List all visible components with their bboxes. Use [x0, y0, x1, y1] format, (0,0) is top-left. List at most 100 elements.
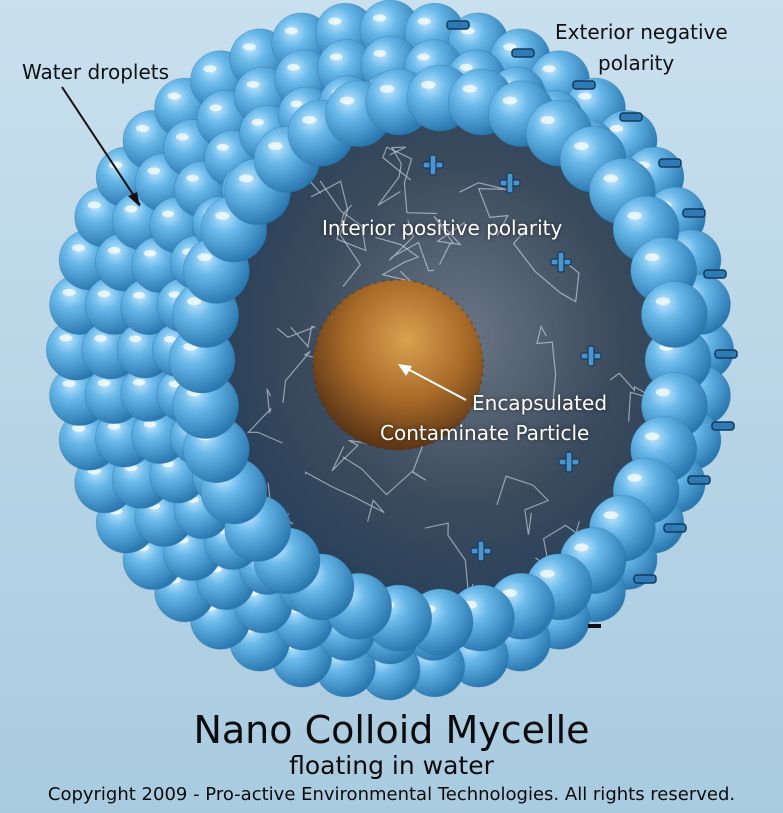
minus-sign-icon — [588, 624, 601, 628]
lightning-streak — [276, 325, 316, 349]
plus-sign-icon — [580, 345, 602, 367]
droplet-highlight — [287, 63, 300, 71]
droplet-highlight — [59, 334, 73, 342]
droplet-highlight — [246, 80, 260, 88]
droplet-highlight — [502, 589, 518, 597]
encapsulated-label: Encapsulated — [472, 391, 608, 415]
lightning-streak — [459, 182, 509, 236]
droplet-highlight — [167, 92, 181, 100]
droplet-highlight — [627, 211, 642, 220]
droplet-highlight — [644, 253, 660, 262]
droplet-highlight — [143, 420, 157, 428]
droplet-highlight — [62, 379, 76, 388]
droplet-highlight — [135, 124, 150, 133]
lightning-streak — [389, 219, 435, 272]
droplet-highlight — [542, 65, 556, 73]
plus-sign-icon — [550, 251, 572, 273]
particle-texture — [312, 279, 484, 451]
lightning-streak — [512, 227, 580, 303]
droplet-highlight — [655, 388, 671, 397]
minus-sign-icon — [658, 158, 682, 168]
droplet-highlight — [459, 63, 473, 71]
minus-sign-icon — [682, 208, 706, 218]
droplet-highlight — [290, 100, 303, 108]
lightning-streak — [377, 146, 407, 206]
plus-sign-icon — [470, 540, 492, 562]
droplet-highlight — [161, 210, 175, 218]
droplet-highlight — [540, 115, 555, 124]
droplet-highlight — [175, 133, 189, 141]
droplet-highlight — [603, 174, 619, 183]
droplet-highlight — [62, 288, 76, 297]
lightning-streak — [536, 324, 557, 402]
droplet-highlight — [302, 115, 317, 124]
page-title: Nano Colloid Mycelle — [193, 708, 590, 752]
copyright-notice: Copyright 2009 - Pro-active Environmenta… — [47, 784, 736, 805]
droplet-highlight — [168, 380, 181, 388]
droplet-highlight — [373, 49, 387, 57]
lightning-streak — [304, 471, 385, 522]
minus-sign-icon — [446, 20, 470, 30]
droplet-highlight — [87, 201, 101, 209]
droplet-highlight — [94, 334, 107, 342]
droplet-highlight — [462, 84, 478, 93]
droplet-highlight — [186, 174, 199, 182]
interior-polarity-label: Interior positive polarity — [322, 216, 563, 240]
lightning-streak — [382, 146, 437, 215]
polarity-signs — [422, 20, 738, 628]
droplet-highlight — [72, 424, 86, 432]
lightning-streak — [433, 215, 466, 265]
droplet-highlight — [197, 253, 213, 262]
plus-sign-icon — [422, 154, 444, 176]
droplet-highlight — [417, 17, 431, 25]
droplet-highlight — [132, 378, 146, 386]
droplet-shell-rim — [168, 64, 712, 656]
exterior-polarity-label: Exterior negative — [555, 20, 728, 44]
droplet-highlight — [417, 53, 430, 61]
droplet-highlight — [644, 432, 660, 441]
droplet-highlight — [129, 335, 142, 343]
minus-sign-icon — [714, 349, 738, 359]
droplet-highlight — [72, 244, 86, 252]
droplet-highlight — [186, 297, 202, 306]
minus-sign-icon — [619, 112, 643, 122]
droplet-highlight — [97, 290, 111, 298]
page-subtitle: floating in water — [289, 751, 494, 780]
droplet-highlight — [609, 124, 624, 133]
droplet-highlight — [268, 142, 283, 151]
droplet-highlight — [379, 84, 395, 93]
droplet-highlight — [147, 167, 161, 175]
droplet-highlight — [574, 543, 589, 552]
droplet-highlight — [574, 142, 589, 151]
lightning-streak — [496, 475, 550, 535]
droplet-highlight — [143, 249, 157, 257]
droplet-highlight — [132, 292, 146, 299]
plus-sign-icon — [499, 172, 521, 194]
particle-arrowhead — [398, 364, 412, 376]
droplet-highlight — [163, 335, 176, 343]
droplet-highlight — [242, 43, 256, 51]
droplet-highlight — [603, 511, 619, 520]
droplet-highlight — [578, 92, 592, 100]
minus-sign-icon — [511, 48, 535, 58]
droplet-highlight — [107, 246, 121, 254]
droplet-highlight — [540, 569, 555, 578]
droplet-highlight — [627, 473, 642, 482]
droplet-highlight — [421, 80, 436, 89]
droplet-highlight — [97, 379, 111, 387]
encapsulated-label-line2: Contaminate Particle — [380, 421, 590, 445]
lightning-streak — [319, 180, 367, 252]
plus-sign-icon — [558, 451, 580, 473]
droplet-highlight — [168, 291, 181, 298]
minus-sign-icon — [703, 269, 727, 279]
lightning-streak — [609, 372, 658, 422]
droplet-highlight — [203, 65, 217, 73]
droplet-highlight — [329, 53, 343, 61]
water-droplets-arrow — [61, 86, 141, 206]
droplet-highlight — [372, 14, 387, 22]
lightning-streak — [342, 445, 427, 496]
droplet-highlight — [216, 143, 229, 151]
droplet-highlight — [107, 422, 121, 430]
lightning-streak — [246, 388, 283, 444]
